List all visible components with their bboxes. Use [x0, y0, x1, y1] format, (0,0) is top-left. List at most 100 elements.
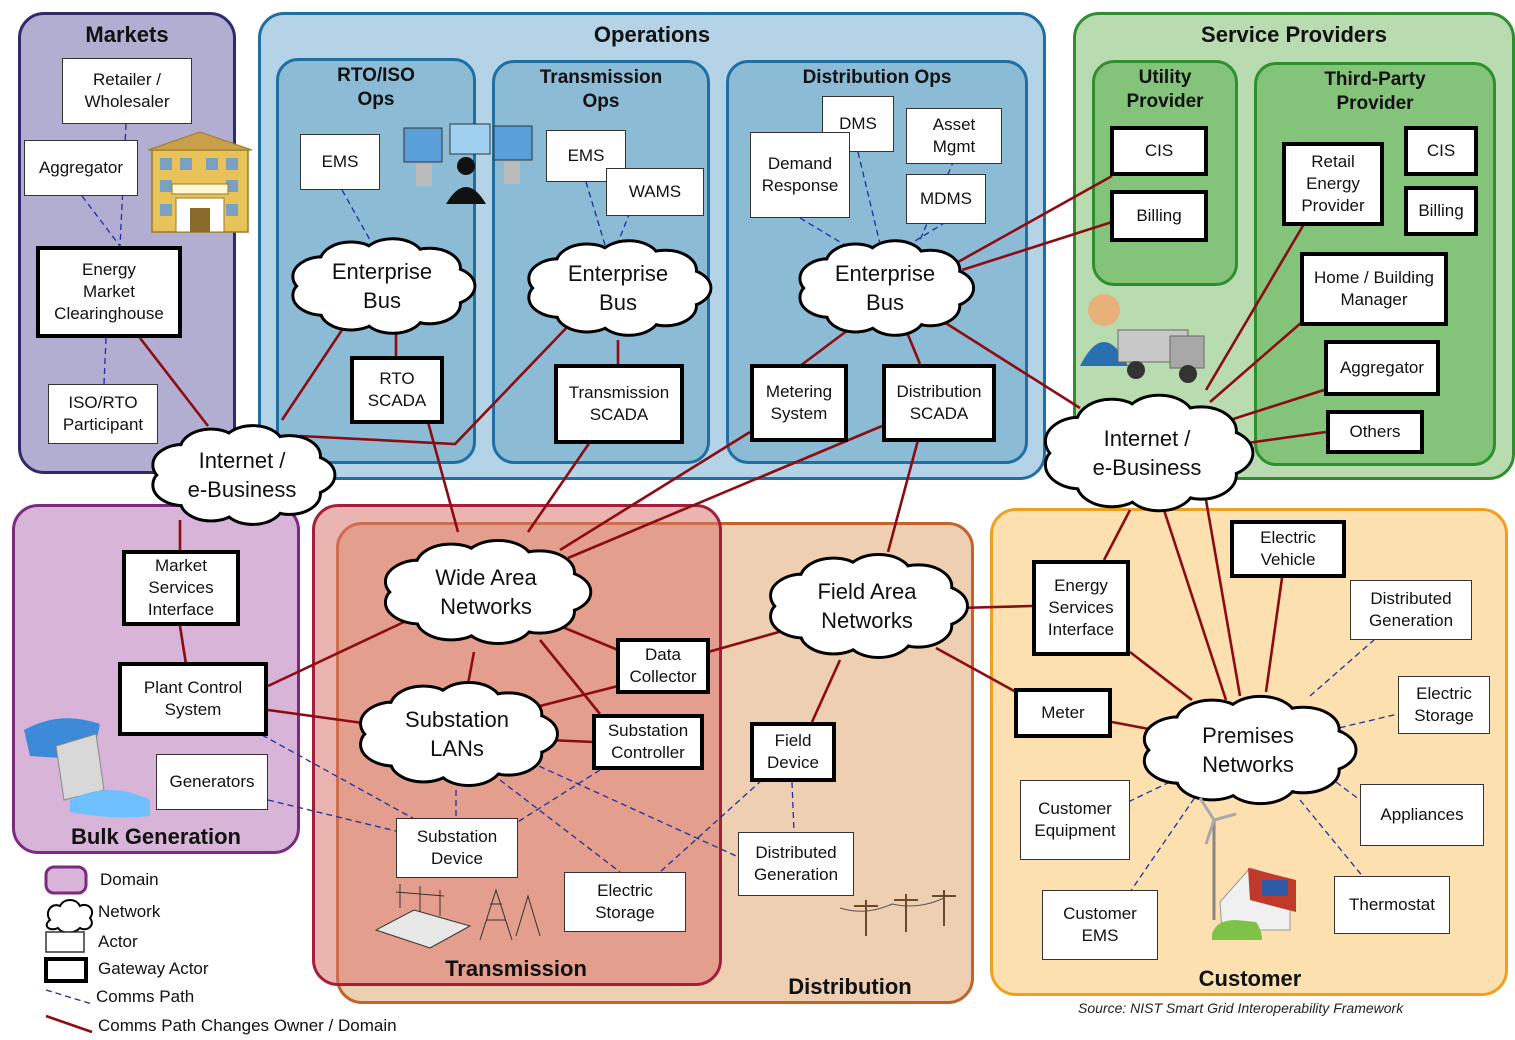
legend-comms-path-swatch: [45, 989, 93, 1005]
subdomain-title-third-party-provider: Third-Party Provider: [1324, 69, 1426, 114]
cloud-internet-right: [1043, 393, 1255, 513]
domain-title-customer: Customer: [1198, 966, 1302, 991]
comms-change-path: [1102, 509, 1132, 561]
actor-mdms: MDMS: [906, 174, 986, 224]
actor-electric-storage-transmission: Electric Storage: [564, 872, 686, 932]
legend-network-swatch: [45, 899, 94, 934]
market-building-icon: [147, 131, 253, 233]
subdomain-title-distribution-ops: Distribution Ops: [802, 67, 952, 88]
comms-change-path: [961, 220, 1113, 272]
comms-change-path: [538, 639, 602, 715]
comms-change-path: [138, 337, 210, 427]
comms-path: [909, 221, 947, 245]
network-substation-lans: Substation LANs: [405, 707, 509, 761]
gateway-transmission-scada: Transmission SCADA: [554, 364, 684, 444]
comms-change-path: [559, 624, 619, 652]
actor-distributed-generation-customer: Distributed Generation: [1350, 580, 1472, 640]
actor-aggregator: Aggregator: [24, 140, 138, 196]
actor-retailer-wholesaler: Retailer / Wholesaler: [62, 58, 192, 124]
legend-domain-swatch: [44, 865, 88, 895]
field-technician-truck-icon: [1080, 294, 1205, 383]
gateway-electric-vehicle: Electric Vehicle: [1230, 520, 1346, 578]
comms-path: [1319, 769, 1361, 801]
comms-path: [1129, 789, 1201, 893]
comms-path: [1127, 781, 1171, 803]
legend-comms-path-changes-label: Comms Path Changes Owner / Domain: [98, 1016, 397, 1035]
gateway-cis-utility: CIS: [1110, 126, 1208, 176]
actor-wams: WAMS: [606, 168, 704, 216]
house-wind-solar-ev-icon: [1198, 797, 1296, 940]
domain-title-markets: Markets: [85, 22, 169, 47]
network-internet-right: Internet / e-Business: [1092, 426, 1202, 480]
domain-title-service-providers: Service Providers: [1201, 22, 1387, 47]
comms-change-path: [810, 659, 842, 723]
cloud-enterprise-bus-rto: [291, 237, 477, 335]
gateway-market-services-interface: Market Services Interface: [122, 550, 240, 626]
cloud-enterprise-bus-dist: [798, 239, 976, 337]
gateway-meter: Meter: [1014, 688, 1112, 738]
network-enterprise-bus-rto: Enterprise Bus: [331, 259, 433, 313]
comms-change-path: [1229, 388, 1325, 422]
gateway-rto-scada: RTO SCADA: [350, 356, 444, 424]
comms-path: [1309, 639, 1375, 697]
actor-customer-equipment: Customer Equipment: [1020, 780, 1130, 860]
comms-change-path: [539, 684, 619, 708]
domain-title-distribution: Distribution: [788, 974, 912, 999]
network-wide-area: Wide Area Networks: [435, 565, 537, 619]
gateway-retail-energy-provider: Retail Energy Provider: [1282, 142, 1384, 226]
substation-icon: [374, 884, 541, 949]
gateway-billing-third-party: Billing: [1404, 186, 1478, 236]
comms-change-path: [957, 604, 1033, 610]
actor-appliances: Appliances: [1360, 784, 1484, 846]
comms-change-path: [886, 439, 920, 553]
domain-title-transmission: Transmission: [445, 956, 587, 981]
gateway-distribution-scada: Distribution SCADA: [882, 364, 996, 442]
comms-path: [504, 769, 601, 831]
actor-substation-device: Substation Device: [396, 818, 518, 878]
comms-change-path: [267, 708, 371, 726]
network-field-area: Field Area Networks: [817, 579, 917, 633]
comms-path: [1299, 799, 1365, 879]
legend-actor-swatch: [45, 931, 85, 953]
gateway-substation-controller: Substation Controller: [592, 714, 704, 770]
source-caption: Source: NIST Smart Grid Interoperability…: [1078, 1000, 1404, 1016]
actor-customer-ems: Customer EMS: [1042, 890, 1158, 960]
cloud-enterprise-bus-trans: [527, 239, 713, 337]
network-enterprise-bus-dist: Enterprise Bus: [834, 261, 936, 315]
network-premises: Premises Networks: [1202, 723, 1294, 777]
comms-change-path: [466, 651, 476, 685]
actor-ems-rto: EMS: [300, 134, 380, 190]
cloud-field-area-networks: [769, 553, 969, 659]
comms-change-path: [935, 646, 1017, 694]
legend-actor-label: Actor: [98, 932, 138, 951]
gateway-plant-control-system: Plant Control System: [118, 662, 268, 736]
subdomain-title-utility-provider: Utility Provider: [1126, 67, 1204, 112]
gateway-field-device: Field Device: [750, 722, 836, 782]
comms-change-path: [1264, 577, 1284, 693]
comms-change-path: [904, 329, 922, 365]
comms-change-path: [799, 328, 849, 368]
actor-demand-response: Demand Response: [750, 132, 850, 218]
legend-domain-label: Domain: [100, 870, 159, 889]
gateway-home-building-manager: Home / Building Manager: [1300, 252, 1448, 326]
actor-generators: Generators: [156, 754, 268, 810]
comms-change-path: [267, 620, 405, 688]
comms-path: [267, 799, 401, 833]
cloud-substation-lans: [359, 681, 559, 787]
domain-title-operations: Operations: [593, 22, 711, 47]
cloud-premises-networks: [1142, 694, 1358, 806]
comms-path: [791, 781, 795, 833]
comms-path: [585, 181, 606, 246]
comms-change-path: [178, 625, 188, 665]
comms-path: [616, 211, 631, 246]
comms-change-path: [1239, 430, 1327, 446]
actor-thermostat: Thermostat: [1334, 876, 1450, 934]
legend-network-label: Network: [98, 902, 161, 921]
legend-comms-path-label: Comms Path: [96, 987, 195, 1006]
comms-change-path: [1204, 223, 1306, 391]
actor-distributed-generation-distribution: Distributed Generation: [738, 832, 854, 896]
